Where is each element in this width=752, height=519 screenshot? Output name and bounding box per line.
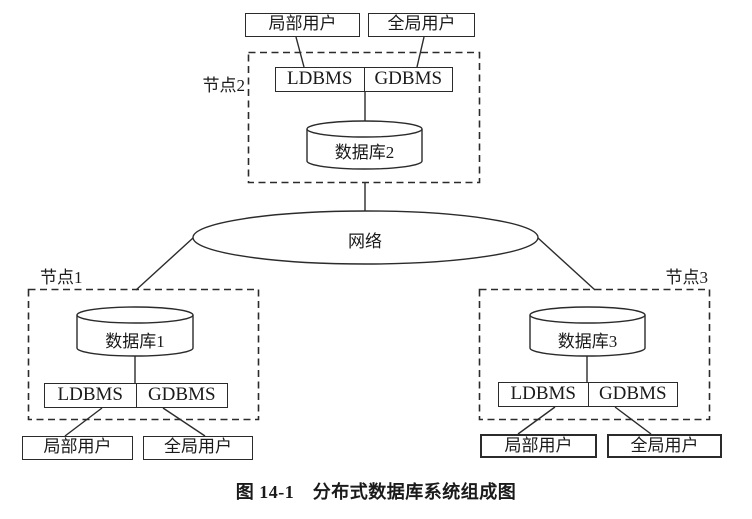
node3-local-user-box: 局部用户: [480, 434, 597, 458]
node1-gdbms-globaluser-link: [162, 407, 206, 437]
database3-cylinder: [529, 306, 646, 357]
database1-cylinder: [76, 306, 194, 357]
figure-caption: 图 14-1 分布式数据库系统组成图: [235, 482, 517, 502]
node2-globaluser-gdbms-link: [416, 36, 425, 68]
node2-database-label: 数据库2: [334, 143, 395, 162]
node2-label: 节点2: [202, 76, 246, 95]
network-label: 网络: [348, 232, 382, 251]
node2-dashed-boundary: [247, 51, 481, 184]
node1-dbms-box: LDBMS GDBMS: [44, 383, 228, 408]
node1-local-user-box: 局部用户: [22, 436, 133, 460]
node1-dashed-boundary: [27, 288, 260, 421]
node1-label: 节点1: [40, 268, 83, 287]
node2-global-user-box: 全局用户: [368, 13, 475, 37]
node3-ldbms-localuser-link: [517, 406, 556, 435]
node1-ldbms-localuser-link: [64, 407, 103, 437]
node2-localuser-ldbms-link: [295, 36, 305, 68]
node3-gdbms-cell: GDBMS: [587, 383, 678, 406]
node1-gdbms-cell: GDBMS: [135, 384, 228, 407]
node3-label: 节点3: [665, 268, 709, 287]
node3-gdbms-globaluser-link: [614, 406, 652, 435]
network-node3-link: [537, 237, 596, 291]
network-ellipse: [192, 210, 539, 265]
node2-local-user-box: 局部用户: [245, 13, 360, 37]
node3-ldbms-cell: LDBMS: [510, 383, 576, 404]
node2-ldbms-cell: LDBMS: [287, 68, 353, 89]
node2-dbms-box: LDBMS GDBMS: [275, 67, 453, 92]
node3-database-label: 数据库3: [557, 332, 618, 351]
node2-gdbms-cell: GDBMS: [363, 68, 453, 91]
node1-ldbms-cell: LDBMS: [57, 384, 123, 405]
node3-dbms-box: LDBMS GDBMS: [498, 382, 678, 407]
database2-cylinder: [306, 120, 423, 170]
network-node1-link: [135, 237, 194, 291]
node3-global-user-box: 全局用户: [607, 434, 722, 458]
node1-database-label: 数据库1: [105, 332, 165, 351]
node1-global-user-box: 全局用户: [143, 436, 253, 460]
